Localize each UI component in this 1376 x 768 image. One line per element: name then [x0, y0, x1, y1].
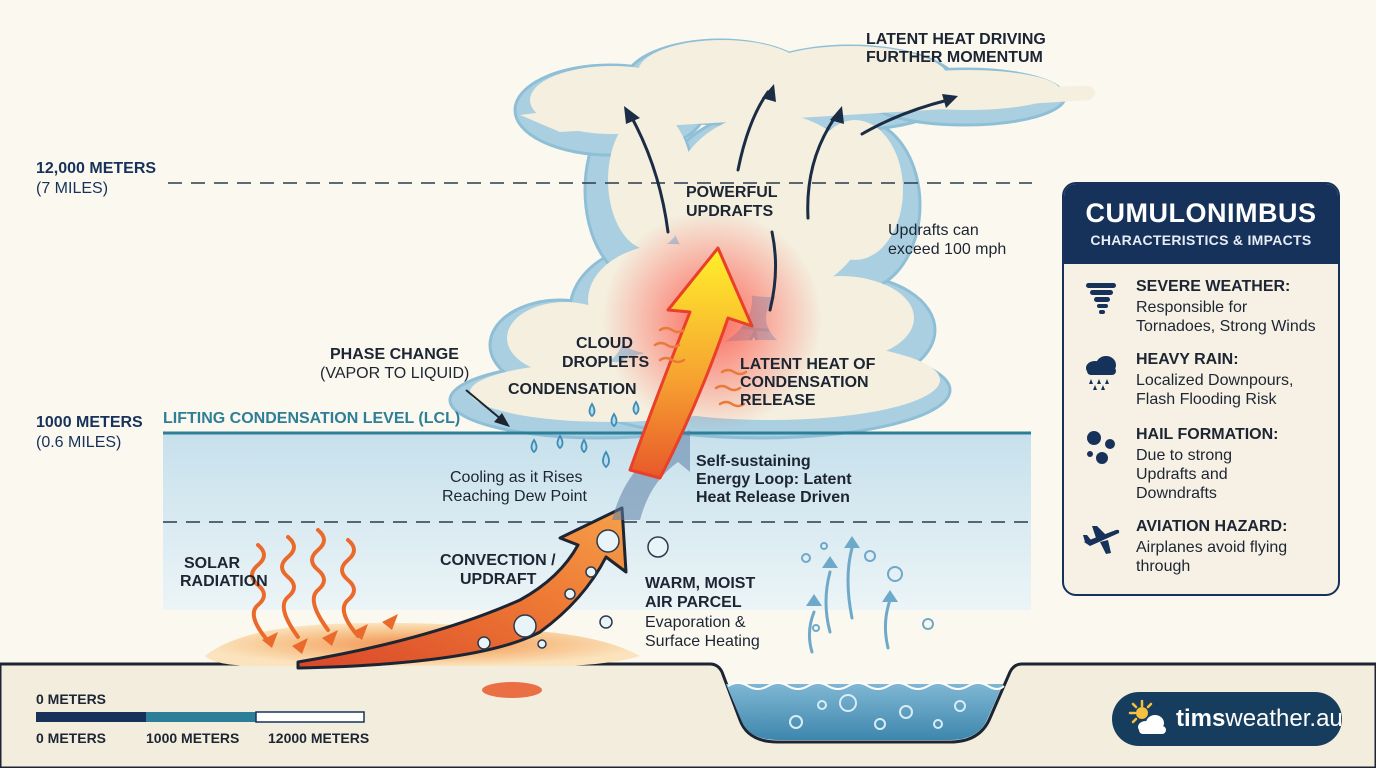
powerful-updrafts-line1: POWERFUL	[686, 184, 778, 201]
sun-cloud-icon	[1128, 699, 1166, 734]
anvil-label-line2: FURTHER MOMENTUM	[866, 49, 1043, 66]
brand-text: timsweather.au	[1176, 705, 1343, 733]
air-parcel-line1: WARM, MOIST	[645, 575, 756, 592]
water-surface-waves	[727, 682, 1005, 690]
hail-line1: Due to strong	[1136, 447, 1233, 464]
scale-tick-2: 12000 METERS	[268, 730, 370, 746]
hail-line3: Downdrafts	[1136, 485, 1217, 502]
lcl-label: LIFTING CONDENSATION LEVEL (LCL)	[163, 410, 461, 427]
hail-line2: Updrafts and	[1136, 466, 1228, 483]
energy-loop-line1: Self-sustaining	[696, 453, 811, 470]
panel-title: CUMULONIMBUS	[1085, 198, 1317, 228]
latent-heat-squiggles	[653, 326, 748, 408]
severe-weather-title: SEVERE WEATHER:	[1136, 278, 1291, 295]
convection-line2: UPDRAFT	[460, 571, 537, 588]
altitude-12000-sub: (7 MILES)	[36, 180, 109, 197]
brand-badge: timsweather.au	[1112, 692, 1343, 746]
solar-radiation-line1: SOLAR	[184, 555, 240, 572]
updraft-arrow	[628, 246, 754, 480]
latent-release-line1: LATENT HEAT OF	[740, 356, 876, 373]
severe-weather-line2: Tornadoes, Strong Winds	[1136, 318, 1316, 335]
solar-radiation-arrowheads	[262, 614, 398, 654]
solar-radiation-line2: RADIATION	[180, 573, 268, 590]
heavy-rain-line1: Localized Downpours,	[1136, 372, 1294, 389]
updraft-speed-line2: exceed 100 mph	[888, 241, 1007, 258]
evaporation-line2: Surface Heating	[645, 633, 760, 650]
heavy-rain-title: HEAVY RAIN:	[1136, 351, 1239, 368]
phase-change-pointer	[465, 389, 503, 421]
cooling-line1: Cooling as it Rises	[450, 469, 583, 486]
convection-arrow	[296, 506, 628, 670]
tornado-icon	[1086, 283, 1116, 314]
severe-weather-line1: Responsible for	[1136, 299, 1248, 316]
convection-line1: CONVECTION /	[440, 552, 556, 569]
phase-change-sub: (VAPOR TO LIQUID)	[320, 365, 470, 382]
condensation-label: CONDENSATION	[508, 381, 637, 398]
energy-loop-line3: Heat Release Driven	[696, 489, 850, 506]
altitude-scale-bar	[36, 711, 365, 723]
rain-cloud-icon	[1086, 356, 1116, 390]
powerful-updrafts-line2: UPDRAFTS	[686, 203, 774, 220]
latent-release-line2: CONDENSATION	[740, 374, 869, 391]
updraft-speed-line1: Updrafts can	[888, 222, 979, 239]
condensation-droplets	[530, 400, 640, 469]
solar-radiation-arrows	[250, 528, 360, 643]
heated-ground-spot	[482, 682, 542, 698]
aviation-line2: through	[1136, 558, 1191, 575]
aviation-line1: Airplanes avoid flying	[1136, 539, 1288, 556]
water-bubbles	[789, 694, 966, 730]
hail-title: HAIL FORMATION:	[1136, 426, 1279, 443]
water-basin	[726, 684, 1003, 740]
heavy-rain-line2: Flash Flooding Risk	[1136, 391, 1277, 408]
altitude-1000-sub: (0.6 MILES)	[36, 434, 122, 451]
anvil-label-line1: LATENT HEAT DRIVING	[866, 31, 1046, 48]
scale-tick-0: 0 METERS	[36, 730, 107, 746]
cooling-line2: Reaching Dew Point	[442, 488, 587, 505]
aviation-title: AVIATION HAZARD:	[1136, 518, 1288, 535]
hail-icon	[1087, 431, 1115, 464]
altitude-1000-value: 1000 METERS	[36, 414, 143, 431]
air-parcel-bubbles	[477, 529, 669, 650]
ground-surface	[0, 662, 1376, 768]
evaporation-line1: Evaporation &	[645, 614, 746, 631]
panel-header: CUMULONIMBUS CHARACTERISTICS & IMPACTS	[1064, 184, 1338, 264]
vapor-bubbles	[801, 542, 934, 632]
energy-loop-line2: Energy Loop: Latent	[696, 471, 852, 488]
outflow-arrowheads	[624, 84, 958, 124]
panel-subtitle: CHARACTERISTICS & IMPACTS	[1090, 232, 1312, 248]
brand-text-bold: tims	[1176, 705, 1226, 732]
characteristics-panel: CUMULONIMBUS CHARACTERISTICS & IMPACTS S…	[1062, 182, 1340, 596]
phase-change-pointer-head	[494, 413, 510, 427]
cloud-droplets-line2: DROPLETS	[562, 354, 650, 371]
air-parcel-line2: AIR PARCEL	[645, 594, 742, 611]
latent-release-line3: RELEASE	[740, 392, 816, 409]
brand-text-rest: weather.au	[1225, 705, 1343, 732]
altitude-12000-value: 12,000 METERS	[36, 160, 157, 177]
phase-change-label: PHASE CHANGE	[330, 346, 459, 363]
cloud-droplets-line1: CLOUD	[576, 335, 633, 352]
scale-tick-1: 1000 METERS	[146, 730, 240, 746]
airplane-icon	[1083, 526, 1120, 554]
evaporation-arrowheads	[806, 536, 898, 606]
evaporation-arrows	[807, 546, 892, 654]
scale-top-label: 0 METERS	[36, 691, 107, 707]
